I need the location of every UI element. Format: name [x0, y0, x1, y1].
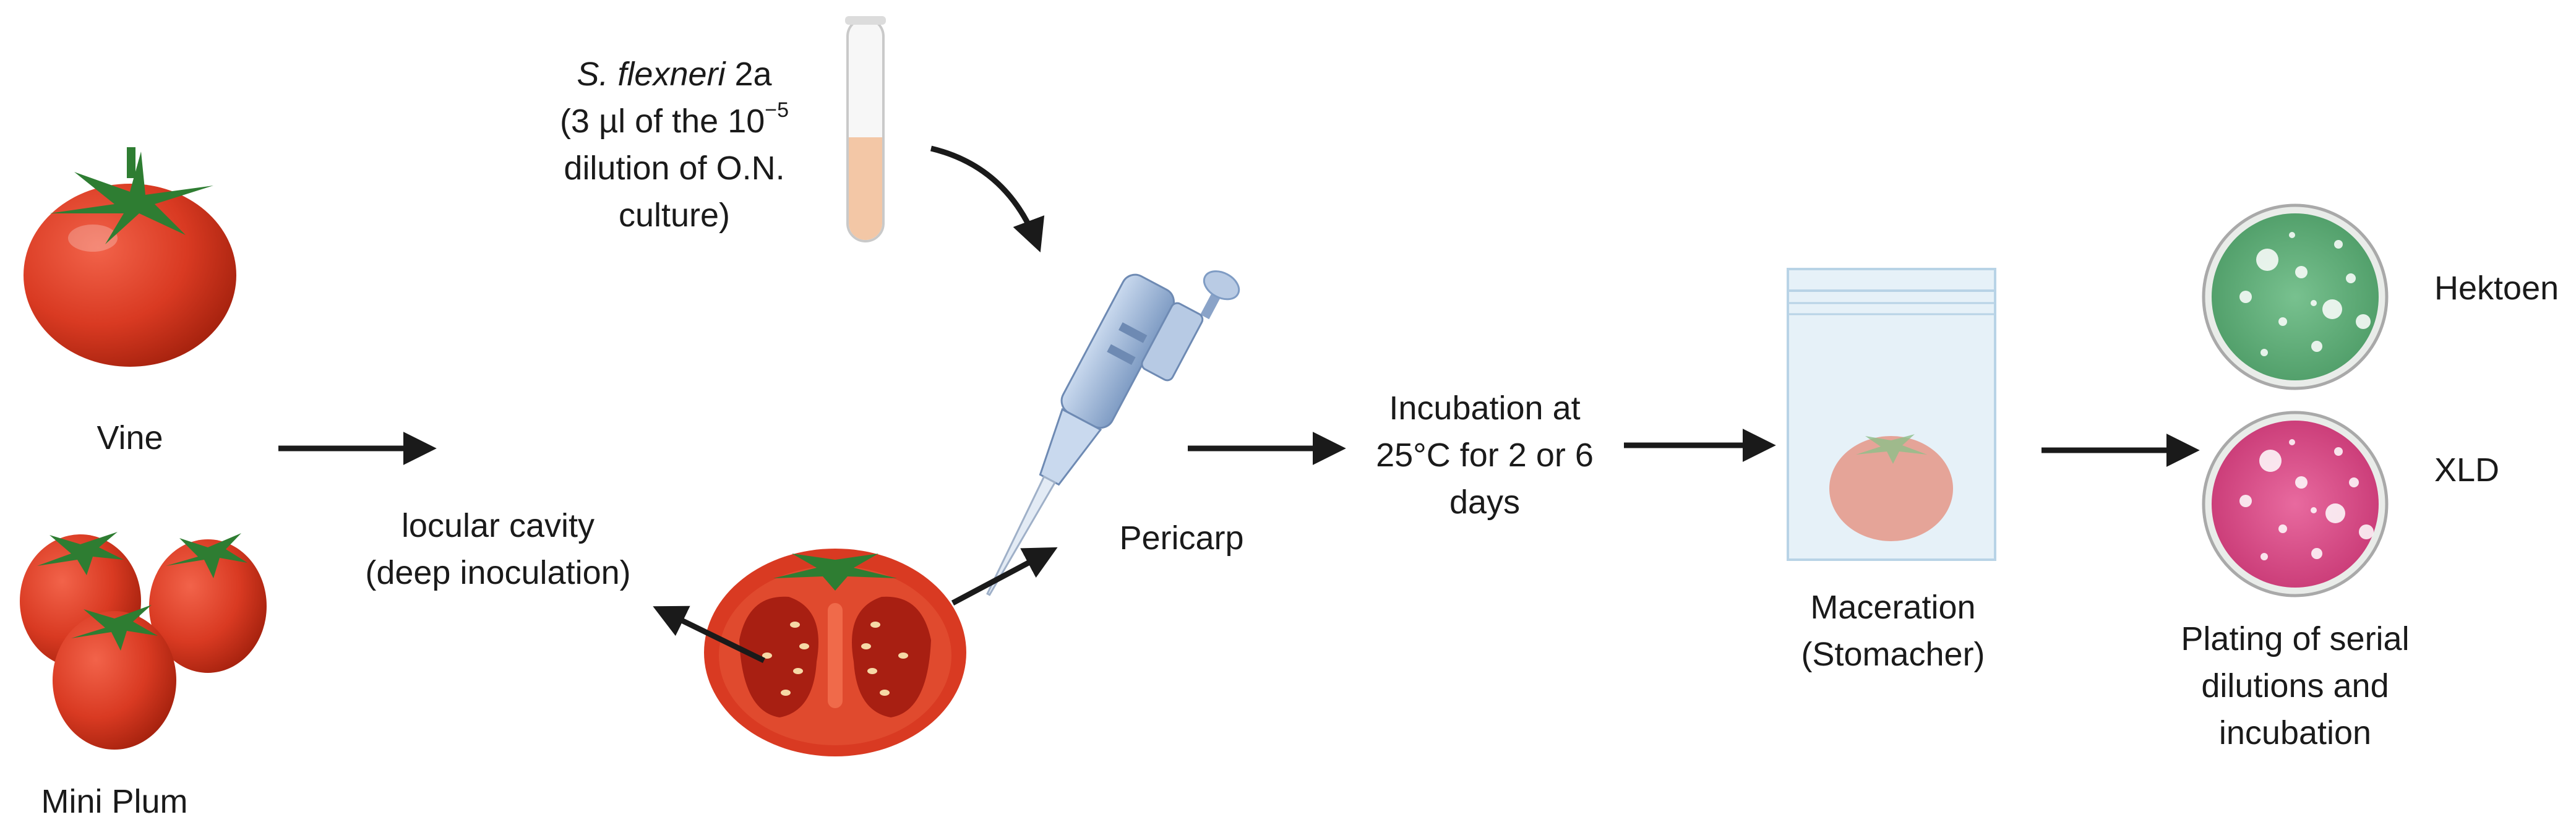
- dilution-text: (3 µl of the 10: [559, 103, 765, 140]
- locular-label: locular cavity (deep inoculation): [337, 502, 659, 596]
- tomato-icon: [24, 147, 236, 367]
- dilution-text-2: dilution of O.N.: [564, 150, 785, 187]
- curved-arrow: [930, 145, 1045, 253]
- arrow-to-pericarp: [951, 547, 1058, 605]
- arrow-to-locular: [653, 605, 765, 664]
- incubation-line-1: Incubation at: [1389, 390, 1581, 427]
- dilution-exponent: −5: [765, 98, 789, 122]
- vine-label: Vine: [97, 419, 163, 456]
- stomacher-bag-icon: [1787, 268, 1996, 561]
- petri-dish-icon: [2202, 411, 2389, 597]
- plating-line-3: incubation: [2218, 714, 2372, 751]
- hektoen-label: Hektoen: [2434, 270, 2559, 307]
- mini-plum-label: Mini Plum: [41, 783, 188, 820]
- micropipette-icon: [986, 270, 1240, 596]
- petri-dish-icon: [2202, 203, 2389, 390]
- maceration-line-2: (Stomacher): [1801, 636, 1985, 673]
- maceration-line-1: Maceration: [1810, 589, 1976, 626]
- plating-line-1: Plating of serial: [2181, 620, 2410, 657]
- species-name: S. flexneri: [577, 56, 726, 93]
- locular-line-1: locular cavity: [401, 507, 595, 544]
- strain-name: 2a: [734, 56, 772, 93]
- cluster-tomato-icon: [20, 532, 267, 750]
- incubation-label: Incubation at 25°C for 2 or 6 days: [1349, 385, 1621, 526]
- xld-label: XLD: [2434, 451, 2500, 489]
- incubation-line-3: days: [1449, 484, 1521, 521]
- maceration-label: Maceration (Stomacher): [1769, 584, 2017, 678]
- locular-line-2: (deep inoculation): [365, 554, 631, 591]
- incubation-line-2: 25°C for 2 or 6: [1376, 437, 1594, 474]
- plating-line-2: dilutions and: [2201, 667, 2389, 704]
- plating-label: Plating of serial dilutions and incubati…: [2171, 615, 2419, 756]
- inoculum-label: S. flexneri 2a (3 µl of the 10−5 dilutio…: [532, 51, 817, 239]
- tomato-cross-section-icon: [704, 549, 966, 756]
- test-tube-icon: [845, 16, 886, 242]
- dilution-text-3: culture): [618, 197, 731, 234]
- pericarp-label: Pericarp: [1119, 520, 1244, 557]
